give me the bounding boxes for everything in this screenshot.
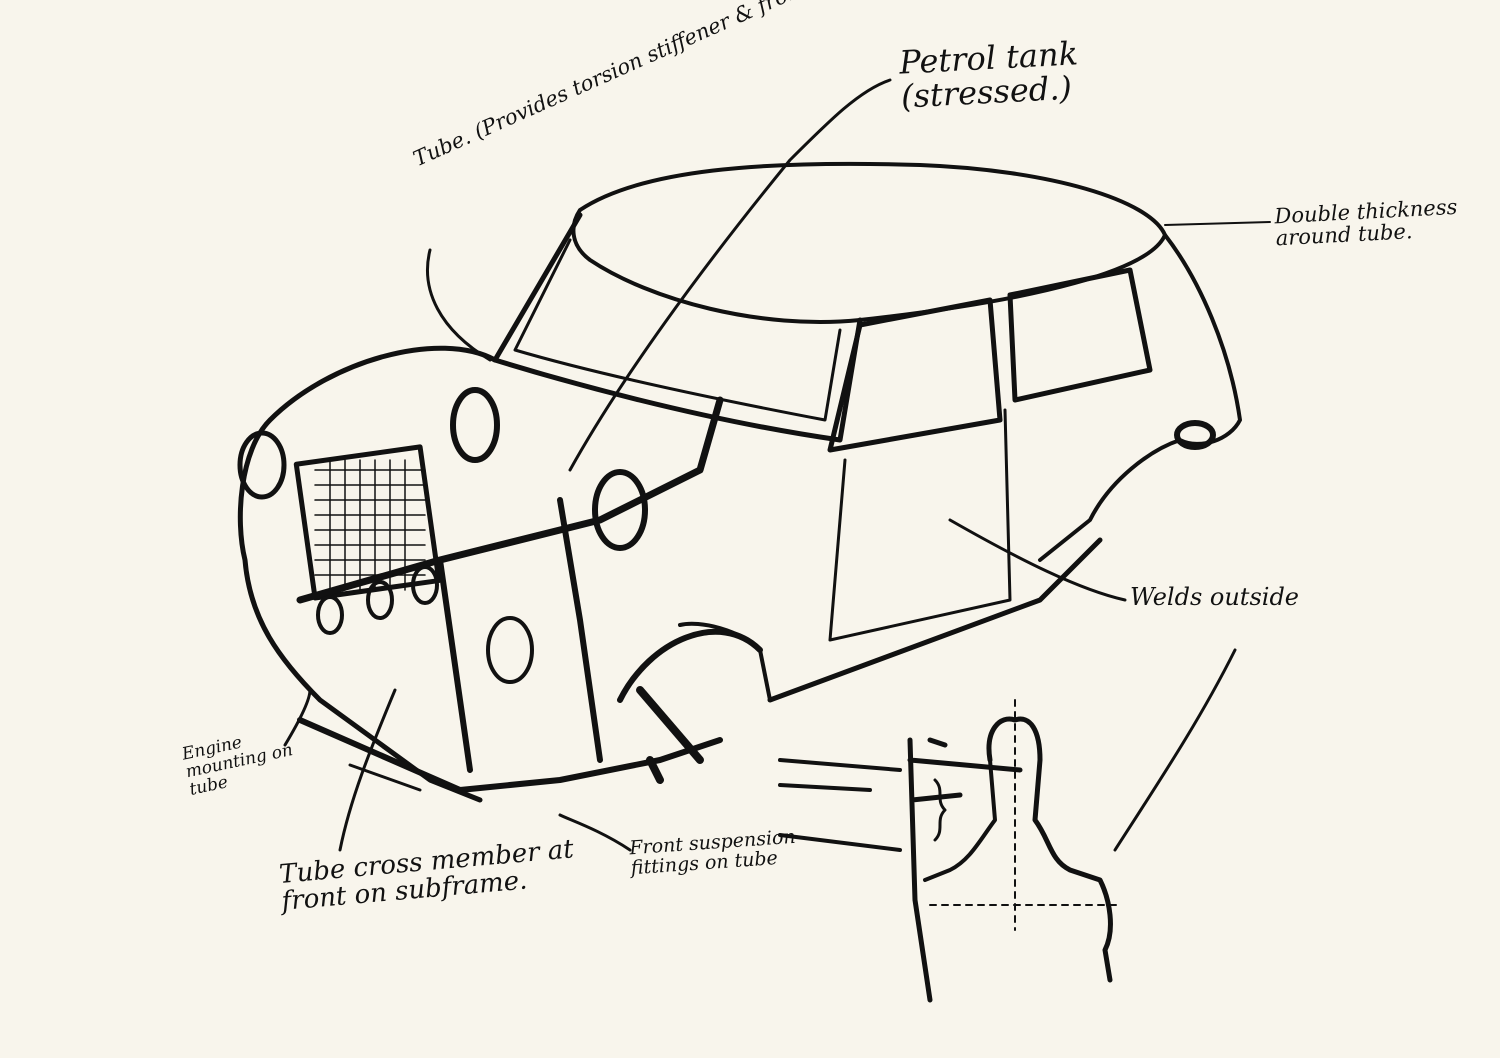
front-wing: [237, 345, 498, 803]
leader-engine: [283, 688, 422, 792]
door-outline: [828, 408, 1012, 642]
annotation-welds-outside: Welds outside: [1130, 583, 1300, 611]
leader-welds: [948, 518, 1127, 602]
leader-welds-arrow: [1113, 648, 1237, 852]
leader-cross-member: [338, 688, 397, 852]
rear-wheel-hub: [1174, 420, 1216, 450]
headlamp: [237, 430, 287, 500]
leader-petrol-tank: [568, 78, 892, 472]
windscreen: [492, 212, 863, 443]
section-detail-sketch: [778, 699, 1121, 1003]
front-wheel-arch: [617, 628, 763, 703]
rear-window: [1007, 267, 1153, 403]
suspension-turret-right: [592, 469, 648, 551]
leader-tube: [426, 248, 492, 362]
leader-suspension: [558, 813, 632, 852]
roof-outline: [571, 161, 1167, 324]
rear-quarter: [1038, 233, 1242, 562]
side-window: [827, 297, 1003, 453]
front-tube: [296, 396, 724, 604]
leader-double-thickness: [1164, 221, 1271, 226]
radiator-grille: [293, 444, 442, 601]
suspension-turret-left: [450, 387, 500, 463]
sill: [767, 537, 1103, 703]
